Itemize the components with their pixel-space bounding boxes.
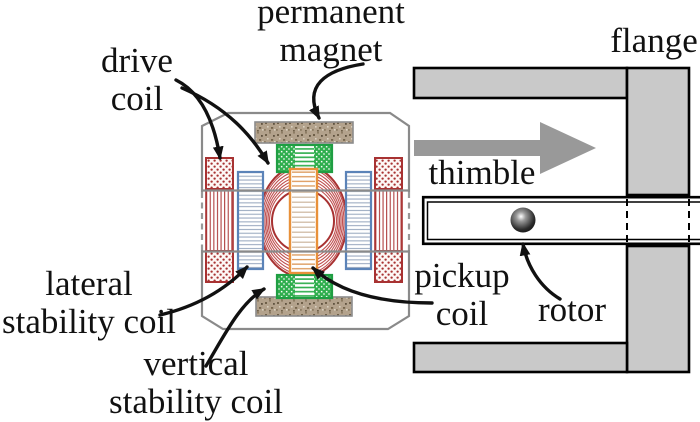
insertion-direction-arrow <box>414 122 596 174</box>
bore-lines <box>199 189 412 253</box>
permanent-magnet-bottom <box>255 296 353 317</box>
label-line: pickup <box>414 256 510 295</box>
label-line: thimble <box>428 153 536 192</box>
annotation-arrows <box>158 62 562 368</box>
lateral-stability-coil-left <box>236 170 265 271</box>
label-line: vertical <box>143 344 249 383</box>
label-line: magnet <box>279 30 383 69</box>
lateral-stability-coil-right <box>344 170 373 271</box>
label-thimble: thimble <box>429 154 536 192</box>
arrow-pickup-coil <box>311 266 434 305</box>
arrow-permanent-magnet <box>309 62 365 120</box>
arrow-rotor <box>519 242 562 301</box>
label-permanent-magnet: permanent magnet <box>257 0 405 69</box>
permanent-magnet-top <box>254 121 354 144</box>
label-line: flange <box>610 21 698 60</box>
rotor <box>510 207 536 233</box>
label-line: stability coil <box>1 302 177 341</box>
label-line: stability coil <box>108 382 284 421</box>
arrow-drive-coil-outer <box>174 78 224 161</box>
label-lateral-stability-coil: lateral stability coil <box>2 265 176 341</box>
label-pickup-coil: pickup coil <box>414 257 509 333</box>
pickup-coil <box>288 167 319 275</box>
label-vertical-stability-coil: vertical stability coil <box>109 345 283 421</box>
label-drive-coil: drive coil <box>101 42 173 118</box>
arrow-vertical-stability <box>204 287 266 368</box>
drive-coil-left <box>205 157 234 283</box>
vertical-stability-coil-bottom <box>275 273 334 300</box>
arrow-lateral-stability <box>158 265 249 317</box>
thimble <box>421 195 700 246</box>
drive-coil-right <box>374 157 403 283</box>
label-line: drive <box>101 41 173 80</box>
label-line: coil <box>435 294 489 333</box>
label-line: permanent <box>257 0 405 31</box>
label-line: lateral <box>45 264 133 303</box>
label-line: rotor <box>537 290 607 329</box>
arrow-drive-coil-rings <box>180 86 270 165</box>
label-line: coil <box>110 79 164 118</box>
label-flange: flange <box>610 22 697 60</box>
label-rotor: rotor <box>538 291 606 329</box>
flange <box>412 66 691 374</box>
